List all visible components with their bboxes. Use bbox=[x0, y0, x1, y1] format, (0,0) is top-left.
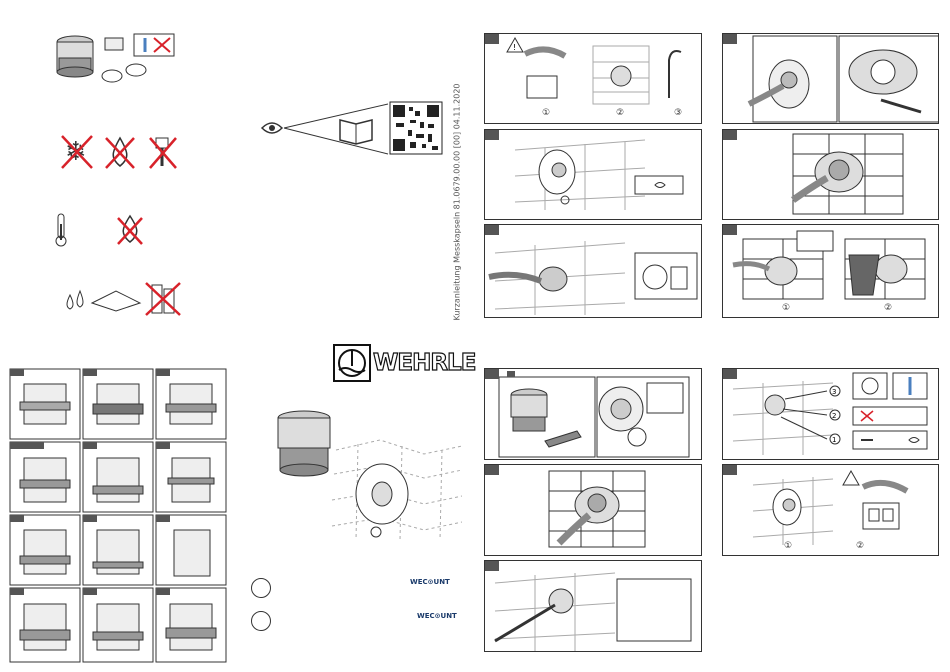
svg-text:1: 1 bbox=[832, 436, 836, 444]
step-panel-b3: ① ② bbox=[722, 224, 939, 318]
prohibition-row-1: ❄ bbox=[60, 132, 180, 172]
drop-icon bbox=[118, 216, 142, 244]
thermometer-icon bbox=[56, 214, 66, 246]
document-code: Kurzanleitung Messkapseln 81.0679.00.00 … bbox=[453, 83, 462, 320]
cleaning-row bbox=[60, 275, 190, 320]
svg-text:!: ! bbox=[513, 43, 516, 52]
brand-name: WEHRLE bbox=[373, 350, 475, 376]
warning-icon: ! bbox=[507, 38, 523, 52]
step-panel-a3 bbox=[484, 224, 702, 318]
svg-text:2: 2 bbox=[832, 412, 836, 420]
step-2-label: ② bbox=[853, 541, 867, 551]
step-panel-a1: ! ① ② ③ bbox=[484, 33, 702, 124]
qr-code-icon bbox=[390, 102, 442, 154]
wecount-logo-1: WEC⊙UNT bbox=[410, 578, 450, 586]
step-panel-d1: 3 2 1 bbox=[722, 368, 939, 460]
documentation-hint bbox=[258, 98, 448, 160]
snowflake-icon: ❄ bbox=[62, 136, 92, 168]
step-panel-a2 bbox=[484, 129, 702, 220]
step-panel-b2 bbox=[722, 129, 939, 220]
product-wall-scene bbox=[272, 410, 462, 550]
product-overview bbox=[50, 30, 180, 90]
spray-bottle-icon bbox=[146, 283, 180, 315]
tool-icon bbox=[150, 138, 176, 168]
prohibition-row-2 bbox=[50, 210, 160, 250]
step-1-label: ① bbox=[779, 303, 793, 313]
option-marker-2 bbox=[251, 611, 271, 631]
step-1-label: ① bbox=[539, 108, 553, 118]
book-icon bbox=[340, 120, 372, 144]
wehrle-logo: WEHRLE bbox=[333, 344, 465, 382]
document-title: Kurzanleitung Messkapseln 81.0679.00.00 … bbox=[450, 80, 464, 324]
step-panel-d2: ① ② bbox=[722, 464, 939, 556]
wecount-logo-2: WEC⊙UNT bbox=[417, 612, 457, 620]
step-panel-b1 bbox=[722, 33, 939, 124]
option-marker-1 bbox=[251, 578, 271, 598]
step-3-label: ③ bbox=[671, 108, 685, 118]
step-panel-c3 bbox=[484, 560, 702, 652]
capsule-variants-grid bbox=[8, 368, 228, 664]
step-panel-c1 bbox=[484, 368, 702, 460]
step-1-label: ① bbox=[781, 541, 795, 551]
eye-icon bbox=[262, 123, 282, 133]
step-panel-c2 bbox=[484, 464, 702, 556]
step-2-label: ② bbox=[881, 303, 895, 313]
step-2-label: ② bbox=[613, 108, 627, 118]
svg-text:3: 3 bbox=[832, 388, 836, 396]
drop-icon bbox=[106, 138, 134, 168]
